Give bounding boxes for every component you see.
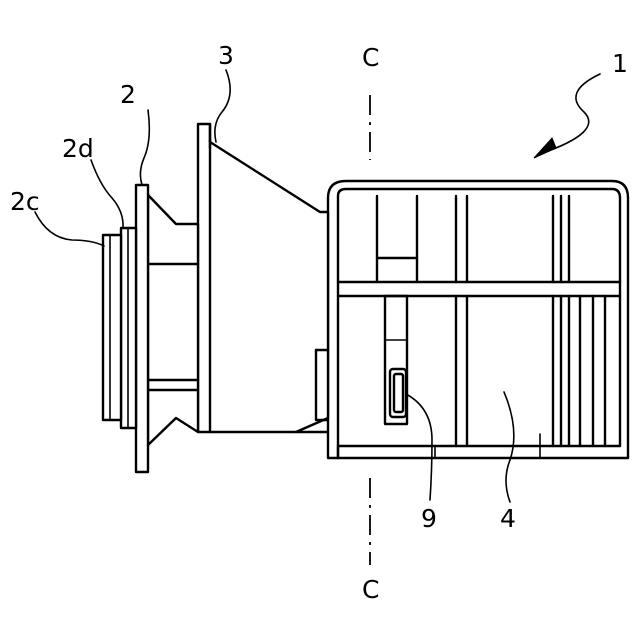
flange-face-2c — [103, 235, 121, 420]
label-flange-ring: 2d — [62, 134, 94, 163]
flange-ring-2d — [121, 228, 136, 428]
label-section-top: C — [362, 43, 379, 72]
label-hopper: 3 — [218, 41, 234, 70]
label-assembly: 1 — [612, 49, 628, 78]
connecting-duct — [148, 195, 198, 445]
cage-housing — [328, 181, 628, 458]
label-flange-face: 2c — [10, 187, 40, 216]
label-section-bottom: C — [362, 575, 379, 604]
flange-2 — [136, 185, 148, 472]
label-handle: 9 — [421, 504, 437, 533]
label-flange: 2 — [120, 80, 136, 109]
label-cage: 4 — [500, 504, 516, 533]
hopper-3 — [198, 124, 328, 432]
arrow-head-icon — [534, 138, 556, 158]
